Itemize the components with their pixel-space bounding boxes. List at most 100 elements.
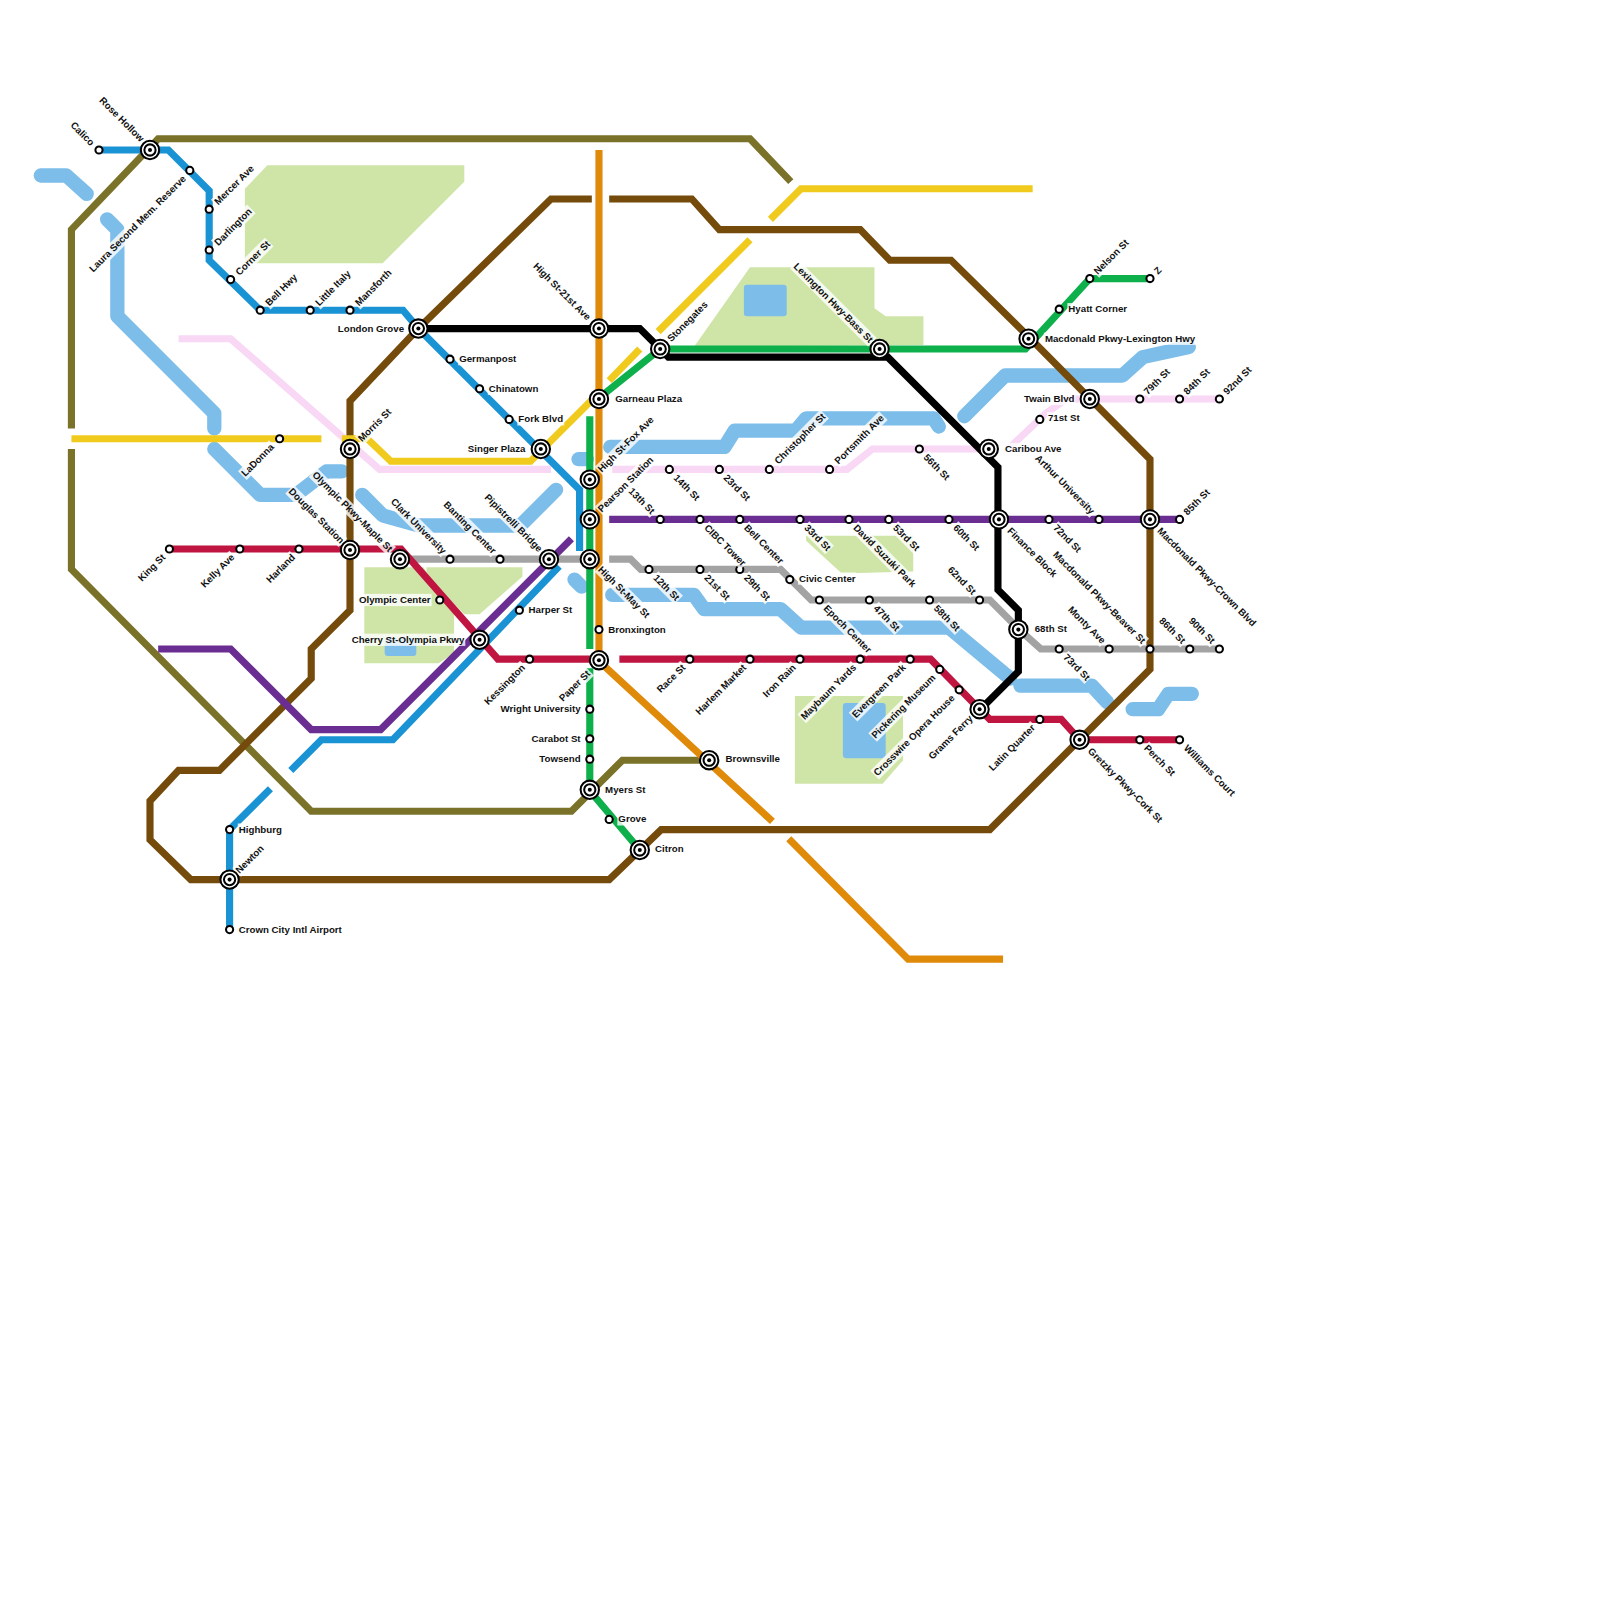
interchange-ring	[1144, 514, 1155, 525]
interchange-ring	[651, 340, 669, 358]
interchange-ring	[1023, 333, 1034, 344]
station-dot	[595, 626, 602, 633]
interchange-dot	[658, 347, 662, 351]
station-label: Hyatt Corner	[1067, 303, 1128, 315]
station-dot	[936, 666, 943, 673]
interchange-dot	[588, 557, 592, 561]
interchange-ring	[409, 319, 427, 337]
interchange-ring	[224, 874, 235, 885]
interchange-ring	[581, 510, 599, 528]
interchange-ring	[581, 470, 599, 488]
interchange-ring	[584, 514, 595, 525]
station-dot	[826, 466, 833, 473]
station-dot	[1146, 275, 1153, 282]
interchange-dot	[878, 347, 882, 351]
interchange-ring	[584, 554, 595, 565]
route-line	[609, 516, 1181, 523]
station-label: Kelly Ave	[198, 551, 238, 591]
station-label: 21st St	[701, 571, 734, 604]
interchange-ring	[413, 323, 424, 334]
interchange-dot	[588, 517, 592, 521]
station-dot	[166, 545, 173, 552]
station-dot	[686, 656, 693, 663]
station-dot	[816, 596, 823, 603]
station-dot	[1045, 516, 1052, 523]
station-label: 84th St	[1180, 365, 1213, 398]
route-line	[230, 789, 271, 930]
station-label: Germanpost	[458, 353, 517, 365]
station-label: Myers St	[604, 784, 646, 796]
station-dot	[206, 246, 213, 253]
interchange-ring	[990, 510, 1008, 528]
interchange-ring	[993, 514, 1004, 525]
station-dot	[1056, 306, 1063, 313]
interchange-dot	[1016, 628, 1020, 632]
station-label: Little Italy	[312, 267, 354, 309]
route-line	[789, 839, 1003, 959]
route-line	[71, 435, 321, 442]
station-dot	[1136, 395, 1143, 402]
station-dot	[976, 596, 983, 603]
station-dot	[1086, 275, 1093, 282]
station-label: Kessington	[481, 661, 528, 708]
station-dot	[227, 276, 234, 283]
station-dot	[766, 466, 773, 473]
interchange-ring	[983, 443, 994, 454]
interchange-dot	[1078, 738, 1082, 742]
interchange-ring	[655, 343, 666, 354]
station-label: 13th St	[625, 485, 658, 518]
interchange-dot	[638, 848, 642, 852]
interchange-ring	[1070, 731, 1088, 749]
station-label: Macdonald Pkwy-Lexington Hwy	[1044, 333, 1196, 345]
river	[579, 452, 587, 466]
station-label: Olympic Center	[358, 594, 432, 606]
station-label: 92nd St	[1220, 363, 1255, 398]
river	[107, 219, 214, 428]
route-line	[658, 240, 750, 332]
interchange-dot	[398, 557, 402, 561]
river	[1133, 694, 1192, 709]
station-label: Singer Plaza	[467, 443, 527, 455]
route-line	[770, 189, 1032, 220]
interchange-ring	[590, 651, 608, 669]
station-label: 14th St	[670, 471, 703, 504]
station-label: 62nd St	[944, 563, 979, 598]
interchange-ring	[593, 393, 604, 404]
station-label: 29th St	[741, 571, 774, 604]
station-dot	[257, 307, 264, 314]
station-dot	[586, 756, 593, 763]
station-dot	[786, 576, 793, 583]
station-dot	[1216, 645, 1223, 652]
interchange-ring	[341, 440, 359, 458]
station-dot	[186, 167, 193, 174]
station-label: Citron	[654, 843, 685, 855]
station-label: Caribou Ave	[1004, 443, 1062, 455]
interchange-ring	[590, 390, 608, 408]
station-dot	[696, 516, 703, 523]
station-label: Macdonald Pkwy-Crown Blvd	[1154, 524, 1260, 630]
interchange-ring	[543, 554, 554, 565]
interchange-ring	[535, 443, 546, 454]
station-dot	[1095, 516, 1102, 523]
station-label: Perch St	[1141, 742, 1179, 780]
station-dot	[446, 356, 453, 363]
interchange-ring	[344, 544, 355, 555]
station-dot	[857, 656, 864, 663]
interchange-ring	[394, 554, 405, 565]
station-label: Nelson St	[1091, 236, 1133, 278]
station-dot	[666, 466, 673, 473]
station-dot	[645, 566, 652, 573]
station-label: Fork Blvd	[517, 413, 564, 425]
interchange-dot	[588, 788, 592, 792]
station-label: Civic Center	[798, 572, 857, 584]
station-dot	[926, 596, 933, 603]
interchange-ring	[970, 700, 988, 718]
interchange-ring	[634, 844, 645, 855]
station-dot	[1106, 645, 1113, 652]
station-label: 86th St	[1156, 614, 1189, 647]
route-line	[586, 416, 593, 649]
interchange-dot	[1088, 397, 1092, 401]
interchange-ring	[593, 655, 604, 666]
route-line	[158, 539, 571, 730]
station-label: Newton	[232, 842, 267, 877]
